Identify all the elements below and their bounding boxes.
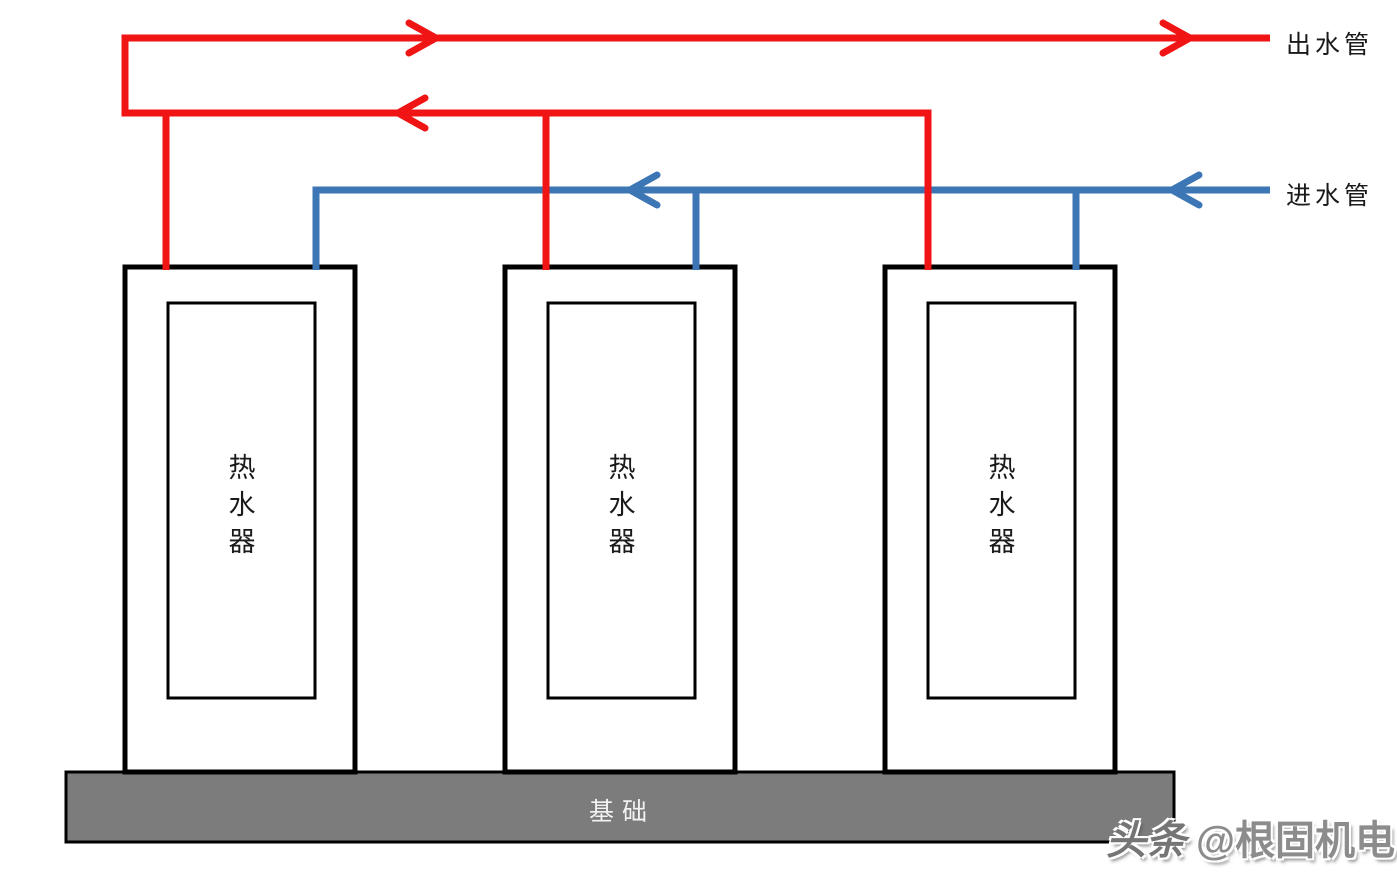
outlet-pipe-label: 出水管: [1286, 32, 1374, 59]
heater-1-inner-panel: [166, 301, 317, 700]
heater-3-inner-panel: [926, 301, 1077, 700]
outlet-arrow-right-icon: [405, 19, 440, 57]
inlet-arrow-left-icon: [626, 171, 661, 209]
inlet-pipe-label: 进水管: [1286, 183, 1374, 210]
outlet-arrow-right-icon: [1159, 19, 1194, 57]
watermark-handle: @根固机电: [1196, 819, 1396, 863]
inlet-pipe-main: [312, 186, 1270, 270]
inlet-arrow-left-icon: [1168, 171, 1203, 209]
heater-2-inner-panel: [546, 301, 697, 700]
outlet-return-arrow-left-icon: [394, 94, 429, 132]
foundation-label: 基础: [588, 799, 655, 826]
watermark: 头条@根固机电: [1106, 808, 1395, 866]
heater-3-label: 热水器: [988, 453, 1016, 557]
watermark-brand: 头条: [1106, 819, 1186, 863]
heater-2-label: 热水器: [608, 453, 636, 557]
heater-1-label: 热水器: [228, 453, 256, 557]
outlet-pipe-main: [121, 34, 1270, 270]
foundation-rect: [64, 770, 1176, 844]
